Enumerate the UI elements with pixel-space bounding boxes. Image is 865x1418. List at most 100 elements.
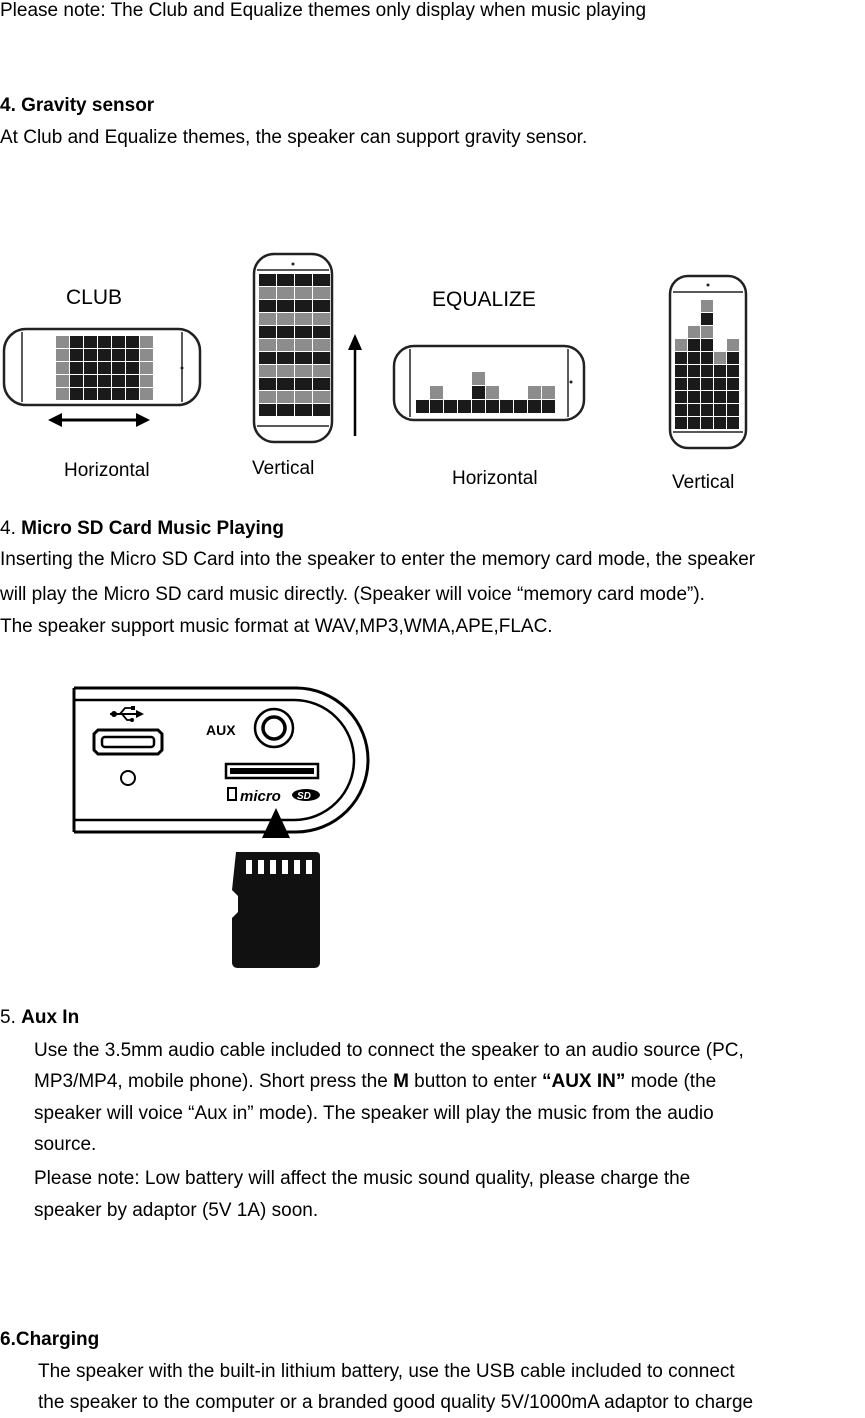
led-cell (126, 349, 139, 361)
led-cell (277, 287, 294, 299)
charging-heading: 6.Charging (0, 1329, 100, 1350)
led-cell (84, 336, 97, 348)
micro-sd-heading: Micro SD Card Music Playing (21, 518, 285, 539)
led-cell (430, 400, 443, 413)
speaker-port-panel-illustration: AUX micro SD (72, 686, 370, 968)
led-cell (112, 349, 125, 361)
led-cell (277, 378, 294, 390)
led-cell (688, 326, 700, 338)
led-cell (313, 326, 330, 338)
led-cell (259, 365, 276, 377)
led-cell (126, 362, 139, 374)
equalize-horizontal-led-grid (416, 372, 555, 413)
led-cell (98, 336, 111, 348)
led-cell (675, 365, 687, 377)
led-cell (727, 417, 739, 429)
led-cell (313, 274, 330, 286)
led-cell (277, 339, 294, 351)
micro-sd-number: 4. (0, 518, 22, 539)
led-cell (56, 388, 69, 400)
led-cell (277, 300, 294, 312)
led-cell (259, 274, 276, 286)
led-cell (112, 362, 125, 374)
club-vertical-led-grid (259, 274, 330, 416)
led-cell (528, 386, 541, 399)
aux-in-text-line: speaker will voice “Aux in” mode). The s… (34, 1103, 714, 1124)
led-cell (295, 300, 312, 312)
led-cell (528, 400, 541, 413)
led-cell (313, 313, 330, 325)
led-cell (295, 365, 312, 377)
micro-sd-slot (224, 762, 320, 780)
equalize-horizontal-label: Horizontal (452, 468, 538, 489)
led-cell (542, 400, 555, 413)
led-cell (701, 300, 713, 312)
led-cell (259, 326, 276, 338)
led-cell (295, 391, 312, 403)
led-cell (140, 336, 153, 348)
led-cell (727, 404, 739, 416)
led-cell (70, 349, 83, 361)
led-cell (688, 417, 700, 429)
led-cell (313, 378, 330, 390)
aux-in-text-line: Use the 3.5mm audio cable included to co… (34, 1040, 744, 1061)
micro-usb-port (92, 728, 164, 756)
led-cell (295, 274, 312, 286)
led-cell (701, 352, 713, 364)
led-cell (458, 400, 471, 413)
led-cell (714, 391, 726, 403)
rotate-up-arrow-icon (348, 334, 362, 436)
led-cell (688, 352, 700, 364)
aux-jack-port (253, 707, 295, 749)
led-cell (313, 352, 330, 364)
led-cell (688, 404, 700, 416)
led-cell (259, 352, 276, 364)
led-cell (675, 339, 687, 351)
led-cell (126, 375, 139, 387)
led-cell (727, 391, 739, 403)
micro-sd-text-line: will play the Micro SD card music direct… (0, 584, 705, 605)
led-cell (295, 352, 312, 364)
led-cell (84, 375, 97, 387)
led-cell (259, 391, 276, 403)
led-cell (295, 326, 312, 338)
led-cell (675, 417, 687, 429)
led-cell (430, 386, 443, 399)
led-cell (472, 372, 485, 385)
led-cell (701, 417, 713, 429)
led-cell (277, 404, 294, 416)
equalize-vertical-label: Vertical (672, 472, 734, 493)
led-cell (140, 375, 153, 387)
led-cell (542, 386, 555, 399)
micro-sd-logo: micro SD (227, 787, 320, 805)
led-cell (514, 400, 527, 413)
led-cell (295, 378, 312, 390)
led-cell (714, 378, 726, 390)
club-horizontal-label: Horizontal (64, 460, 150, 481)
led-cell (277, 352, 294, 364)
led-cell (688, 378, 700, 390)
led-cell (313, 339, 330, 351)
led-cell (714, 365, 726, 377)
led-cell (472, 400, 485, 413)
gravity-sensor-illustration: CLUB Horizontal Vertical EQUALIZE Horizo… (2, 252, 748, 493)
equalize-title: EQUALIZE (432, 288, 536, 311)
led-cell (277, 274, 294, 286)
led-cell (259, 378, 276, 390)
led-cell (313, 287, 330, 299)
led-cell (112, 388, 125, 400)
led-cell (84, 388, 97, 400)
usb-icon (110, 706, 144, 722)
aux-in-text-line: MP3/MP4, mobile phone). Short press the … (34, 1071, 717, 1092)
led-cell (714, 417, 726, 429)
aux-in-number: 5. (0, 1007, 22, 1028)
themes-note: Please note: The Club and Equalize theme… (0, 0, 647, 21)
led-cell (486, 400, 499, 413)
led-cell (70, 375, 83, 387)
micro-sd-card-icon (232, 852, 320, 968)
led-cell (313, 391, 330, 403)
led-cell (259, 404, 276, 416)
led-cell (701, 365, 713, 377)
aux-in-heading: Aux In (21, 1007, 80, 1028)
led-cell (688, 365, 700, 377)
